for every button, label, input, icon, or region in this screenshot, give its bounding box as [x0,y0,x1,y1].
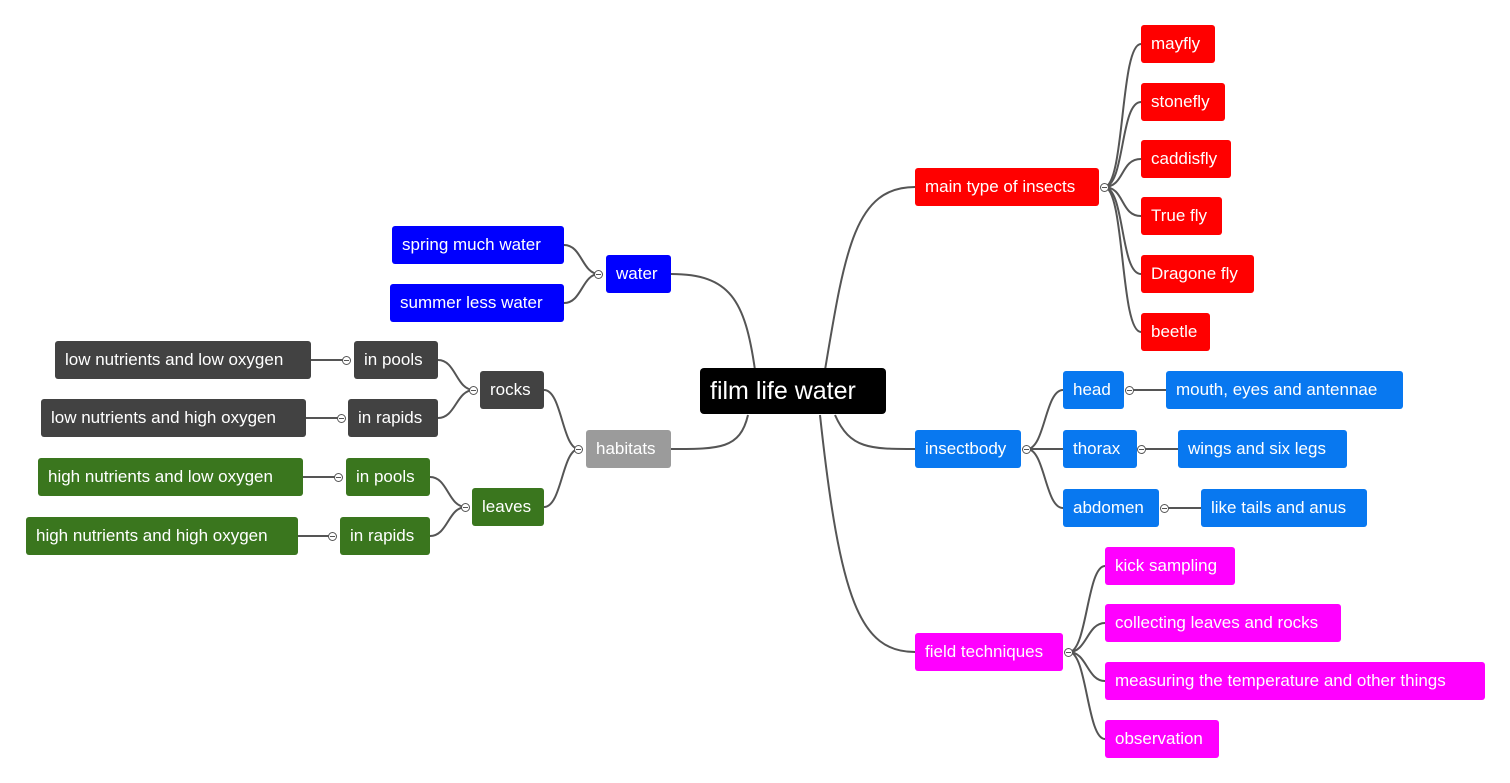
collapse-toggle-icon[interactable] [334,473,343,482]
node-leaves[interactable]: leaves [472,488,544,526]
collapse-toggle-icon[interactable] [574,445,583,454]
collapse-toggle-icon[interactable] [328,532,337,541]
collapse-toggle-icon[interactable] [1137,445,1146,454]
node-habitats[interactable]: habitats [586,430,671,468]
node-head-detail[interactable]: mouth, eyes and antennae [1166,371,1403,409]
collapse-toggle-icon[interactable] [1100,183,1109,192]
node-measuring[interactable]: measuring the temperature and other thin… [1105,662,1485,700]
node-caddisfly[interactable]: caddisfly [1141,140,1231,178]
collapse-toggle-icon[interactable] [1160,504,1169,513]
node-dragone-fly[interactable]: Dragone fly [1141,255,1254,293]
collapse-toggle-icon[interactable] [1125,386,1134,395]
node-thorax-detail[interactable]: wings and six legs [1178,430,1347,468]
node-stonefly[interactable]: stonefly [1141,83,1225,121]
node-beetle[interactable]: beetle [1141,313,1210,351]
node-spring-much-water[interactable]: spring much water [392,226,564,264]
collapse-toggle-icon[interactable] [469,386,478,395]
node-observation[interactable]: observation [1105,720,1219,758]
node-kick-sampling[interactable]: kick sampling [1105,547,1235,585]
node-leaves-rapids-detail[interactable]: high nutrients and high oxygen [26,517,298,555]
collapse-toggle-icon[interactable] [594,270,603,279]
node-true-fly[interactable]: True fly [1141,197,1222,235]
node-leaves-pools-detail[interactable]: high nutrients and low oxygen [38,458,303,496]
node-leaves-in-pools[interactable]: in pools [346,458,430,496]
node-leaves-in-rapids[interactable]: in rapids [340,517,430,555]
collapse-toggle-icon[interactable] [337,414,346,423]
node-rocks-in-rapids[interactable]: in rapids [348,399,438,437]
node-collecting[interactable]: collecting leaves and rocks [1105,604,1341,642]
node-water[interactable]: water [606,255,671,293]
node-abdomen-detail[interactable]: like tails and anus [1201,489,1367,527]
node-rocks-pools-detail[interactable]: low nutrients and low oxygen [55,341,311,379]
node-mayfly[interactable]: mayfly [1141,25,1215,63]
node-thorax[interactable]: thorax [1063,430,1137,468]
collapse-toggle-icon[interactable] [461,503,470,512]
node-field-techniques[interactable]: field techniques [915,633,1063,671]
node-rocks-in-pools[interactable]: in pools [354,341,438,379]
node-summer-less-water[interactable]: summer less water [390,284,564,322]
node-insectbody[interactable]: insectbody [915,430,1021,468]
node-rocks[interactable]: rocks [480,371,544,409]
collapse-toggle-icon[interactable] [342,356,351,365]
node-rocks-rapids-detail[interactable]: low nutrients and high oxygen [41,399,306,437]
root-topic[interactable]: film life water [700,368,886,414]
node-head[interactable]: head [1063,371,1124,409]
collapse-toggle-icon[interactable] [1022,445,1031,454]
collapse-toggle-icon[interactable] [1064,648,1073,657]
node-abdomen[interactable]: abdomen [1063,489,1159,527]
node-main-type-of-insects[interactable]: main type of insects [915,168,1099,206]
